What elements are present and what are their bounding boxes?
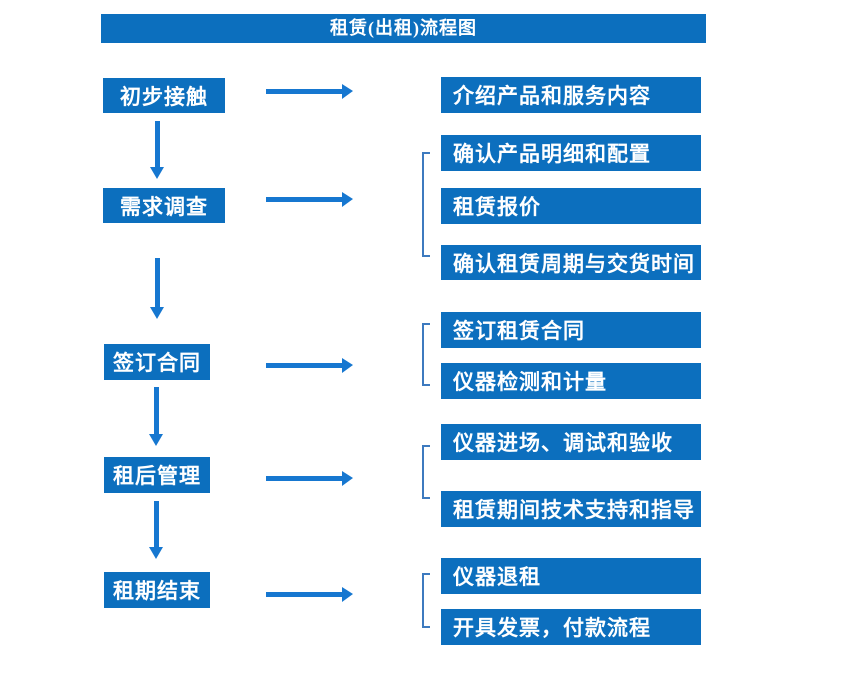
step-initial-contact: 初步接触: [103, 78, 225, 113]
down-arrow-icon-1: [150, 121, 164, 179]
detail-technical-support: 租赁期间技术支持和指导: [441, 491, 701, 527]
right-arrow-icon-2: [266, 192, 353, 207]
detail-invoice-payment: 开具发票，付款流程: [441, 609, 701, 645]
detail-rental-quote: 租赁报价: [441, 188, 701, 224]
bracket-sign-contract-group: [422, 323, 430, 386]
bracket-rental-end-group: [422, 573, 430, 628]
flowchart-title: 租赁(出租)流程图: [101, 14, 706, 43]
step-sign-contract: 签订合同: [104, 344, 210, 380]
right-arrow-icon-1: [266, 84, 353, 99]
detail-introduce-products-services: 介绍产品和服务内容: [441, 77, 701, 113]
step-demand-survey: 需求调查: [103, 188, 225, 223]
down-arrow-icon-3: [149, 387, 163, 446]
bracket-demand-survey-group: [422, 152, 430, 257]
detail-confirm-product-specs: 确认产品明细和配置: [441, 135, 701, 171]
detail-confirm-rental-period-delivery: 确认租赁周期与交货时间: [441, 245, 701, 280]
detail-instrument-testing-metering: 仪器检测和计量: [441, 363, 701, 399]
down-arrow-icon-4: [149, 501, 163, 559]
down-arrow-icon-2: [150, 258, 164, 319]
detail-instrument-return: 仪器退租: [441, 558, 701, 594]
right-arrow-icon-4: [266, 471, 353, 486]
detail-instrument-setup-acceptance: 仪器进场、调试和验收: [441, 424, 701, 460]
step-rental-end: 租期结束: [104, 572, 210, 608]
detail-sign-rental-contract: 签订租赁合同: [441, 312, 701, 348]
step-post-rental-management: 租后管理: [104, 457, 210, 493]
right-arrow-icon-3: [266, 358, 353, 373]
right-arrow-icon-5: [266, 587, 353, 602]
bracket-post-rental-group: [422, 445, 430, 499]
